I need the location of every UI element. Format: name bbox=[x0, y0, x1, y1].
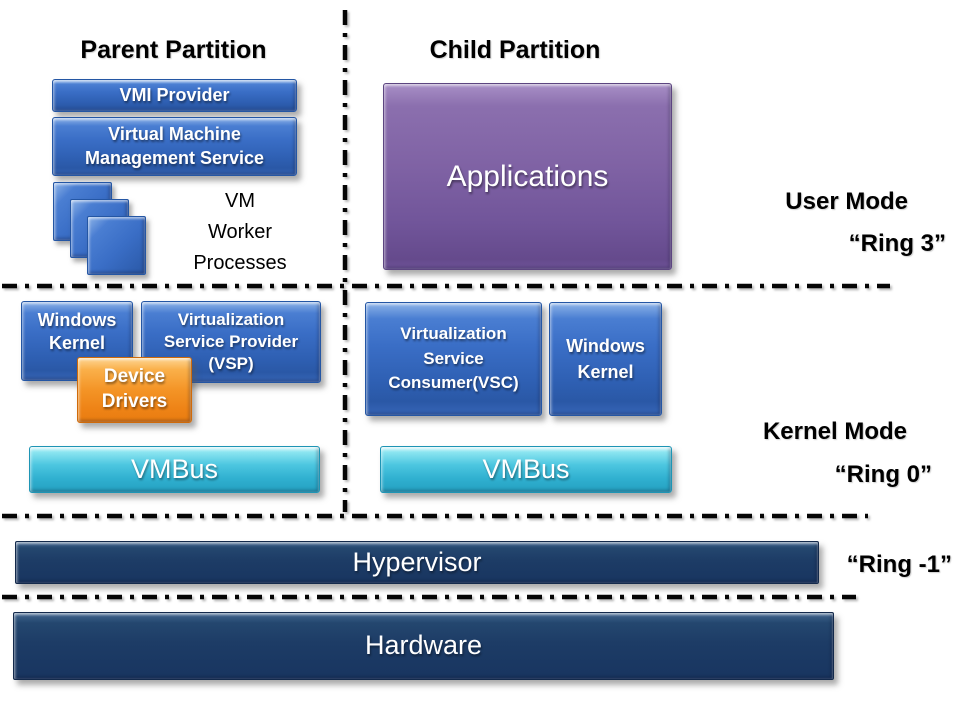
hypervisor-bar: Hypervisor bbox=[15, 541, 819, 584]
vmms-label-line2: Management Service bbox=[84, 147, 265, 168]
worker-process-square bbox=[87, 216, 146, 275]
windows-kernel-parent-line1: Windows bbox=[37, 310, 117, 330]
device-drivers-line2: Drivers bbox=[101, 391, 168, 412]
vm-worker-processes-label: VM Worker Processes bbox=[165, 186, 315, 279]
ring-0-label: “Ring 0” bbox=[834, 461, 932, 488]
vm-worker-label-line1: VM bbox=[225, 190, 255, 212]
parent-partition-heading: Parent Partition bbox=[80, 36, 267, 64]
vsp-label-line3: (VSP) bbox=[208, 354, 254, 374]
ring-3-label: “Ring 3” bbox=[848, 230, 946, 257]
virtualization-service-consumer-box: Virtualization Service Consumer(VSC) bbox=[365, 302, 542, 416]
windows-kernel-child-line1: Windows bbox=[566, 335, 645, 356]
vmi-provider-label: VMI Provider bbox=[119, 84, 230, 105]
vmi-provider-box: VMI Provider bbox=[52, 79, 297, 112]
vmbus-child-box: VMBus bbox=[380, 446, 672, 493]
vmms-label-line1: Virtual Machine bbox=[108, 124, 241, 145]
device-drivers-box: Device Drivers bbox=[77, 357, 192, 423]
vmbus-child-label: VMBus bbox=[482, 453, 570, 484]
vsp-label-line1: Virtualization bbox=[177, 309, 285, 329]
hardware-label: Hardware bbox=[364, 630, 483, 661]
applications-label: Applications bbox=[446, 160, 609, 193]
hardware-bar: Hardware bbox=[13, 612, 834, 680]
vm-worker-label-line3: Processes bbox=[193, 252, 287, 274]
user-mode-label: User Mode bbox=[785, 188, 908, 215]
kernel-mode-label: Kernel Mode bbox=[762, 418, 907, 445]
ring-minus-1-label: “Ring -1” bbox=[846, 551, 952, 578]
vsc-label-line1: Virtualization bbox=[400, 324, 507, 344]
hypervisor-label: Hypervisor bbox=[352, 546, 482, 577]
vm-management-service-box: Virtual Machine Management Service bbox=[52, 117, 297, 176]
windows-kernel-child-box: Windows Kernel bbox=[549, 302, 662, 416]
vmbus-parent-box: VMBus bbox=[29, 446, 320, 493]
device-drivers-line1: Device bbox=[103, 366, 166, 388]
vsc-label-line3: Consumer(VSC) bbox=[388, 373, 519, 393]
windows-kernel-child-line2: Kernel bbox=[577, 362, 634, 382]
child-partition-heading: Child Partition bbox=[429, 36, 601, 64]
windows-kernel-parent-line2: Kernel bbox=[48, 333, 106, 354]
vsp-label-line2: Service Provider bbox=[163, 331, 299, 351]
vmbus-parent-label: VMBus bbox=[130, 453, 219, 484]
vm-worker-label-line2: Worker bbox=[207, 221, 273, 243]
vsc-label-line2: Service bbox=[423, 348, 484, 368]
applications-box: Applications bbox=[383, 83, 672, 270]
